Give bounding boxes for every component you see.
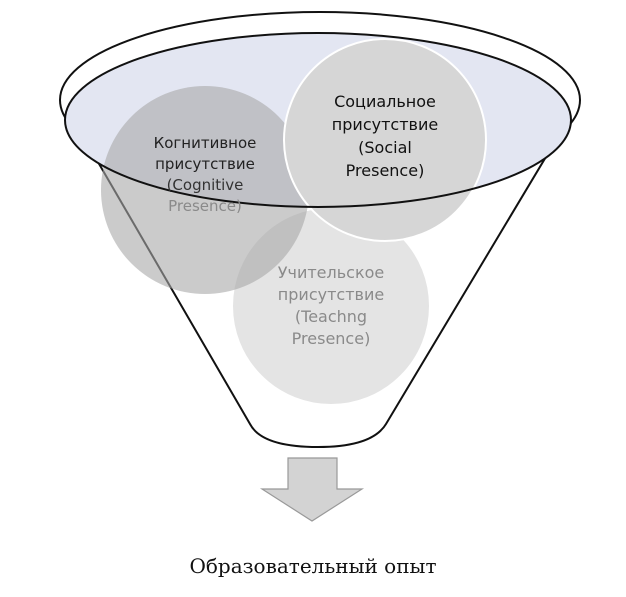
inner-ellipse-outline [64, 32, 572, 208]
down-arrow-icon [259, 457, 365, 522]
label-line: (Teachng [294, 307, 368, 326]
label-line: присутствие [155, 155, 255, 173]
label-line: Presence) [168, 197, 242, 215]
social-presence-circle [283, 38, 487, 242]
label-line: Когнитивное [153, 134, 257, 152]
output-label: Образовательный опыт [189, 554, 437, 578]
label-line: Социальное [334, 92, 436, 111]
label-line: Presence) [291, 329, 371, 348]
label-line: присутствие [331, 115, 439, 134]
cognitive-presence-label: Когнитивное присутствие (Cognitive Prese… [135, 133, 275, 217]
label-line: (Cognitive [166, 176, 244, 194]
social-presence-label: Социальное присутствие (Social Presence) [315, 90, 455, 182]
label-line: присутствие [277, 285, 385, 304]
label-line: (Social [358, 138, 412, 157]
label-line: Учительское [277, 263, 385, 282]
cognitive-presence-circle [101, 86, 309, 294]
teaching-presence-label: Учительское присутствие (Teachng Presenc… [261, 262, 401, 350]
label-line: Presence) [345, 161, 425, 180]
